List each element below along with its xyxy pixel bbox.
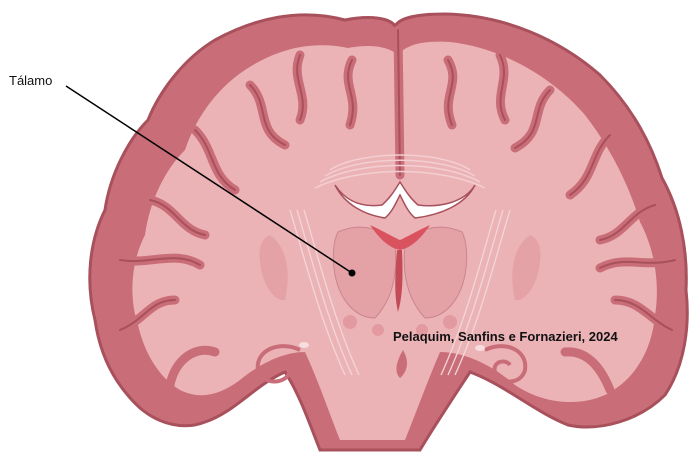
nucleus-1 [343, 315, 357, 329]
nucleus-4 [443, 315, 457, 329]
highlight-left [299, 342, 309, 348]
nucleus-2 [372, 324, 384, 336]
thalamus-pointer-dot [349, 270, 356, 277]
credit-text: Pelaquim, Sanfins e Fornazieri, 2024 [393, 329, 618, 344]
thalamus-label: Tálamo [9, 73, 52, 88]
highlight-right [475, 345, 485, 351]
brain-coronal-section-illustration [90, 14, 687, 450]
